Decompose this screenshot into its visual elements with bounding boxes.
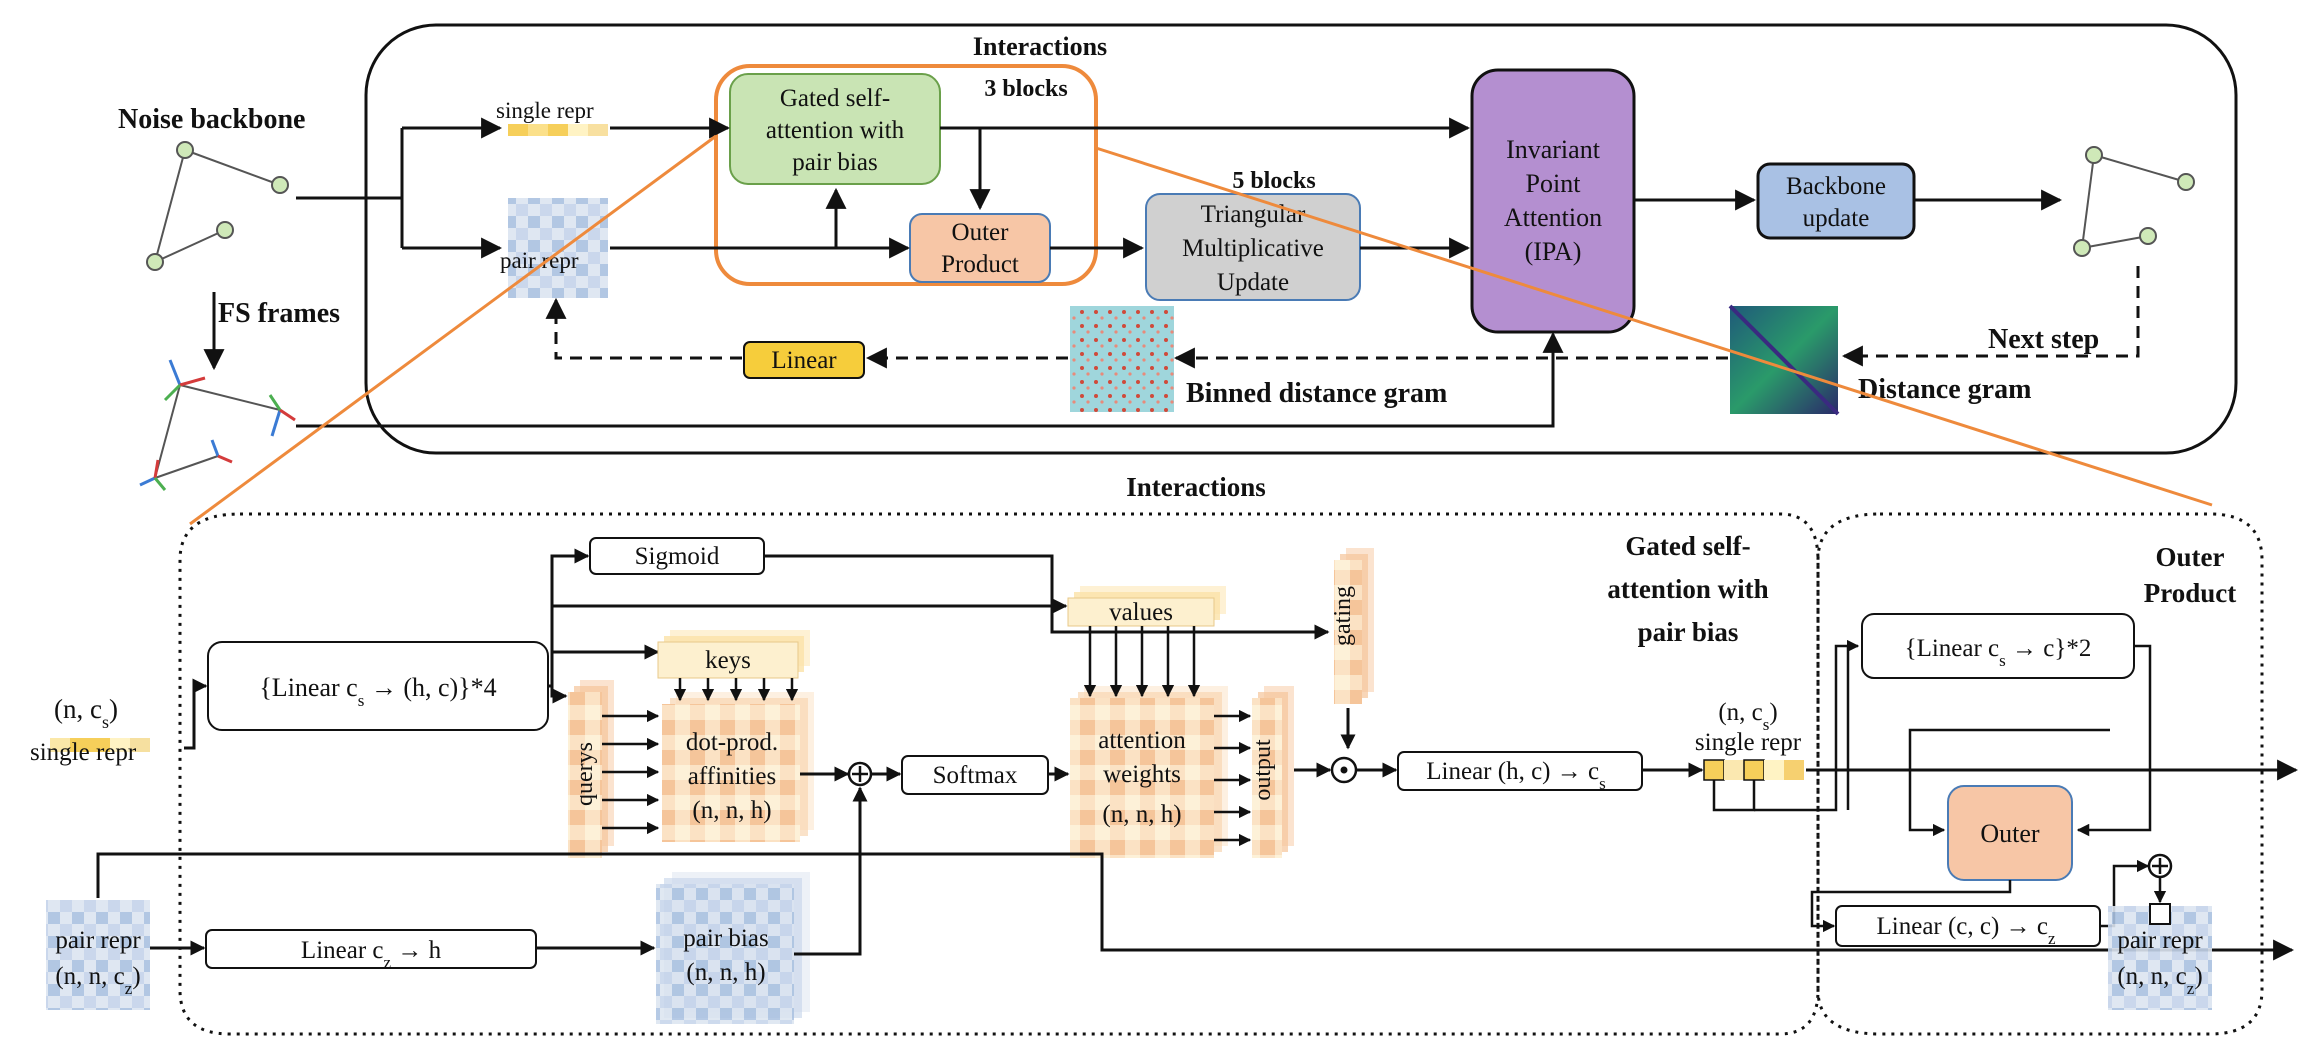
ipa-line2: Point [1526, 169, 1582, 198]
gated-line3: pair bias [792, 149, 877, 176]
bottom-single-repr2-label: single repr [1695, 729, 1802, 756]
interaction-highlight-box [714, 64, 1098, 286]
bottom-gated-line2: attention with [1607, 574, 1768, 604]
ipa-line1: Invariant [1506, 135, 1601, 164]
gating-label: gating [1330, 586, 1356, 646]
outer-product-dotted-frame [1816, 512, 2264, 1036]
bottom-pair-shape-label: (n, n, cz) [55, 963, 140, 998]
noise-backbone-icon [146, 141, 289, 271]
tri-line1: Triangular [1201, 201, 1306, 228]
tri-line3: Update [1217, 269, 1289, 296]
noise-backbone-label: Noise backbone [118, 104, 305, 135]
bottom-outer-line1: Outer [2156, 542, 2225, 572]
five-blocks-label: 5 blocks [1232, 168, 1315, 194]
fs-frames-icon [139, 359, 296, 491]
tri-line2: Multiplicative [1182, 235, 1324, 262]
linear-ccz-label: Linear (c, c) → cz [1877, 913, 2056, 948]
keys-label: keys [705, 647, 751, 674]
output-pair-shape-label: (n, n, cz) [2117, 963, 2202, 998]
bottom-outer-line2: Product [2144, 578, 2237, 608]
outer-line1: Outer [952, 219, 1010, 246]
output-label: output [1250, 739, 1276, 801]
bottom-pair-repr-matrix [46, 900, 150, 1010]
output-tensor [1252, 698, 1282, 858]
fs-frames-label: FS frames [218, 298, 340, 329]
attention-weights-tensor [1070, 698, 1214, 858]
keys-tensor [657, 641, 799, 679]
pair-bias-line1: pair bias [683, 925, 768, 952]
binned-distance-gram-label: Binned distance gram [1186, 378, 1447, 409]
bottom-gated-line3: pair bias [1638, 617, 1739, 647]
outer-label: Outer [1980, 819, 2040, 848]
bottom-interactions-title: Interactions [1126, 472, 1265, 502]
bottom-single-repr-label: single repr [30, 739, 137, 766]
querys-label: querys [572, 742, 598, 806]
dot-line2: affinities [688, 763, 776, 790]
linear-hc-label: Linear (h, c) → cs [1426, 758, 1605, 793]
output-backbone-icon [2073, 146, 2195, 257]
gating-tensor [1334, 560, 1362, 704]
top-interactions-frame [364, 23, 2238, 455]
single-shape-label: (n, cs) [54, 694, 118, 732]
three-blocks-label: 3 blocks [984, 76, 1067, 102]
linear-qkv-label: {Linear cs → (h, c)}*4 [259, 673, 496, 710]
pair-bias-tensor [656, 884, 794, 1024]
gated-attention-dotted-frame [178, 512, 1820, 1036]
linear-block [743, 341, 865, 379]
bottom-pair-repr-label: pair repr [55, 927, 141, 954]
linear-cz-label: Linear cz → h [301, 937, 442, 972]
ipa-line3: Attention [1504, 203, 1602, 232]
values-tensor [1067, 597, 1215, 627]
bottom-single-shape2: (n, cs) [1718, 699, 1777, 734]
ipa-line4: (IPA) [1525, 237, 1582, 266]
attn-line1: attention [1098, 727, 1186, 754]
bottom-single-repr2-strip [1703, 759, 1804, 781]
top-interactions-title: Interactions [973, 32, 1107, 61]
top-single-repr-strip [508, 124, 608, 136]
top-pair-repr-label: pair repr [500, 248, 579, 273]
bottom-single-repr-strip [50, 738, 150, 752]
dot-line1: dot-prod. [686, 729, 778, 756]
attn-line2: weights [1103, 761, 1181, 788]
values-label: values [1109, 599, 1173, 626]
backbone-line2: update [1803, 205, 1870, 232]
backbone-line1: Backbone [1786, 173, 1886, 200]
attn-line3: (n, n, h) [1102, 801, 1181, 828]
querys-tensor [568, 692, 602, 858]
pair-bias-line2: (n, n, h) [686, 959, 765, 986]
top-pair-repr-matrix [508, 198, 608, 298]
output-pair-repr-label: pair repr [2117, 927, 2203, 954]
linear-label: Linear [771, 347, 837, 374]
top-single-repr-label: single repr [496, 98, 594, 123]
gated-line2: attention with [766, 117, 905, 144]
sigmoid-label: Sigmoid [635, 543, 720, 570]
linear-outer-label: {Linear cs → c}*2 [1905, 635, 2092, 670]
gated-line1: Gated self- [780, 85, 890, 112]
softmax-label: Softmax [933, 762, 1018, 789]
dot-prod-affinities-tensor [662, 704, 800, 842]
binned-distance-gram-image [1070, 306, 1174, 412]
next-step-label: Next step [1988, 324, 2099, 355]
dot-line3: (n, n, h) [692, 797, 771, 824]
outer-line2: Product [941, 251, 1019, 278]
bottom-gated-line1: Gated self- [1625, 531, 1750, 561]
